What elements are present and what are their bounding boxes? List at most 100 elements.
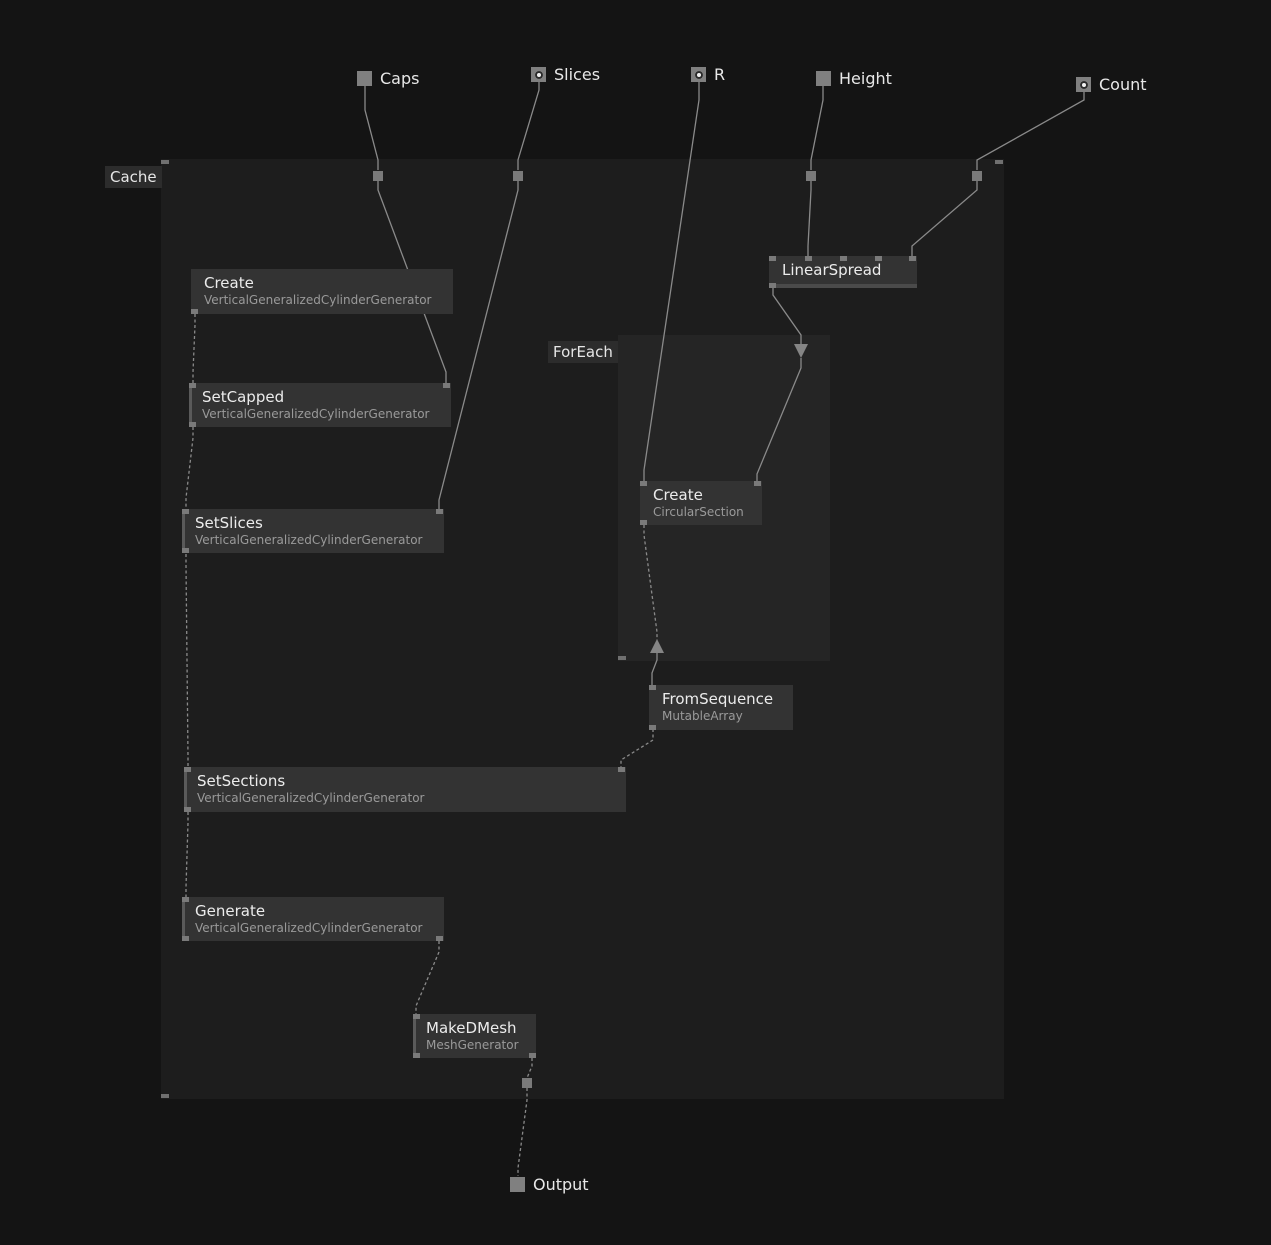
count-radio-icon <box>1076 77 1091 92</box>
foreach-corner-bl <box>618 656 626 660</box>
node-subtitle: MutableArray <box>662 709 743 723</box>
cache-pad-caps[interactable] <box>373 171 383 181</box>
input-caps[interactable]: Caps <box>357 69 419 88</box>
wire-iter-create <box>756 358 802 482</box>
wire-chain-3 <box>185 554 189 768</box>
cache-corner-tr <box>995 160 1003 164</box>
node-from-sequence[interactable]: FromSequence MutableArray <box>649 685 793 730</box>
cache-pad-count[interactable] <box>972 171 982 181</box>
wire-chain-2 <box>185 427 194 510</box>
pin-set-capped-out[interactable] <box>189 422 196 427</box>
input-height[interactable]: Height <box>816 69 892 88</box>
node-subtitle: VerticalGeneralizedCylinderGenerator <box>197 791 425 805</box>
r-radio-icon <box>691 67 706 82</box>
node-title: FromSequence <box>662 690 774 708</box>
slices-radio-icon <box>531 67 546 82</box>
pin-linear-spread-in-3[interactable] <box>840 256 847 261</box>
height-square-icon <box>816 71 831 86</box>
foreach-sequence-marker <box>650 639 664 653</box>
cache-corner-bl <box>161 1094 169 1098</box>
wire-chain-5 <box>415 941 440 1014</box>
wire-chain-1 <box>192 314 196 383</box>
pin-generate-out[interactable] <box>436 936 443 941</box>
pin-linear-spread-in-2[interactable] <box>805 256 812 261</box>
pin-linear-spread-out[interactable] <box>769 283 776 288</box>
node-set-slices[interactable]: SetSlices VerticalGeneralizedCylinderGen… <box>182 509 444 553</box>
node-bar <box>184 767 187 812</box>
node-title: Create <box>653 486 703 504</box>
node-bar <box>182 509 185 553</box>
wire-slices <box>438 82 540 510</box>
input-count[interactable]: Count <box>1076 75 1147 94</box>
node-create-cylinder[interactable]: Create VerticalGeneralizedCylinderGenera… <box>191 269 453 314</box>
input-slices-label: Slices <box>554 65 601 84</box>
node-title: Generate <box>195 902 266 920</box>
node-title: SetSlices <box>195 514 263 532</box>
pin-make-dmesh-in[interactable] <box>413 1014 420 1019</box>
input-slices[interactable]: Slices <box>531 65 600 84</box>
pin-set-slices-value[interactable] <box>436 509 443 514</box>
node-subtitle: VerticalGeneralizedCylinderGenerator <box>204 293 432 307</box>
wire-seq-from <box>651 652 658 685</box>
cache-pad-output[interactable] <box>522 1078 532 1088</box>
node-make-dmesh[interactable]: MakeDMesh MeshGenerator <box>413 1014 536 1058</box>
node-subtitle: VerticalGeneralizedCylinderGenerator <box>202 407 430 421</box>
input-r-label: R <box>714 65 726 84</box>
wire-create-seq <box>643 525 658 640</box>
node-linear-spread[interactable]: LinearSpread <box>769 256 917 288</box>
pin-generate-out-left[interactable] <box>182 936 189 941</box>
pin-set-sections-in[interactable] <box>184 767 191 772</box>
pin-create-circular-r[interactable] <box>640 481 647 486</box>
node-set-capped[interactable]: SetCapped VerticalGeneralizedCylinderGen… <box>189 383 451 427</box>
pin-set-sections-value[interactable] <box>618 767 625 772</box>
pin-linear-spread-in-4[interactable] <box>875 256 882 261</box>
cache-pad-height[interactable] <box>806 171 816 181</box>
node-bottom-strip <box>769 284 917 288</box>
output-label: Output <box>533 1175 589 1194</box>
pin-set-capped-value[interactable] <box>443 383 450 388</box>
input-count-label: Count <box>1099 75 1147 94</box>
output-square-icon <box>510 1177 525 1192</box>
wire-from-sections <box>620 729 654 768</box>
caps-square-icon <box>357 71 372 86</box>
pin-set-sections-out[interactable] <box>184 807 191 812</box>
foreach-iterator-marker <box>794 344 808 358</box>
pin-linear-spread-in-1[interactable] <box>769 256 776 261</box>
node-title: LinearSpread <box>782 261 882 279</box>
node-title: Create <box>204 274 254 292</box>
output-terminal[interactable]: Output <box>510 1175 589 1194</box>
cache-region[interactable] <box>161 159 1004 1099</box>
pin-generate-in[interactable] <box>182 897 189 902</box>
pin-set-slices-out[interactable] <box>182 548 189 553</box>
node-title: SetSections <box>197 772 286 790</box>
node-subtitle: MeshGenerator <box>426 1038 519 1052</box>
pin-make-dmesh-out[interactable] <box>529 1053 536 1058</box>
pin-create-cylinder-out[interactable] <box>191 309 198 314</box>
wire-r <box>643 82 700 482</box>
pin-from-sequence-out[interactable] <box>649 725 656 730</box>
pin-linear-spread-in-5[interactable] <box>909 256 916 261</box>
pin-from-sequence-in[interactable] <box>649 685 656 690</box>
node-create-circular[interactable]: Create CircularSection <box>640 481 762 525</box>
pin-create-circular-in[interactable] <box>754 481 761 486</box>
pin-make-dmesh-out-left[interactable] <box>413 1053 420 1058</box>
cache-pad-slices[interactable] <box>513 171 523 181</box>
pin-create-circular-out[interactable] <box>640 520 647 525</box>
node-bar <box>189 383 192 427</box>
pin-set-slices-in[interactable] <box>182 509 189 514</box>
node-subtitle: VerticalGeneralizedCylinderGenerator <box>195 533 423 547</box>
input-r[interactable]: R <box>691 65 725 84</box>
node-title: MakeDMesh <box>426 1019 517 1037</box>
pin-set-capped-in[interactable] <box>189 383 196 388</box>
node-set-sections[interactable]: SetSections VerticalGeneralizedCylinderG… <box>184 767 626 812</box>
foreach-region-label: ForEach <box>548 341 618 363</box>
wire-spread-iter <box>772 287 802 345</box>
wire-chain-4 <box>185 812 189 898</box>
wire-caps <box>364 86 447 383</box>
node-generate[interactable]: Generate VerticalGeneralizedCylinderGene… <box>182 897 444 941</box>
node-subtitle: VerticalGeneralizedCylinderGenerator <box>195 921 423 935</box>
node-bar <box>413 1014 416 1058</box>
wire-chain-6 <box>526 1058 533 1079</box>
wire-height <box>807 86 824 257</box>
